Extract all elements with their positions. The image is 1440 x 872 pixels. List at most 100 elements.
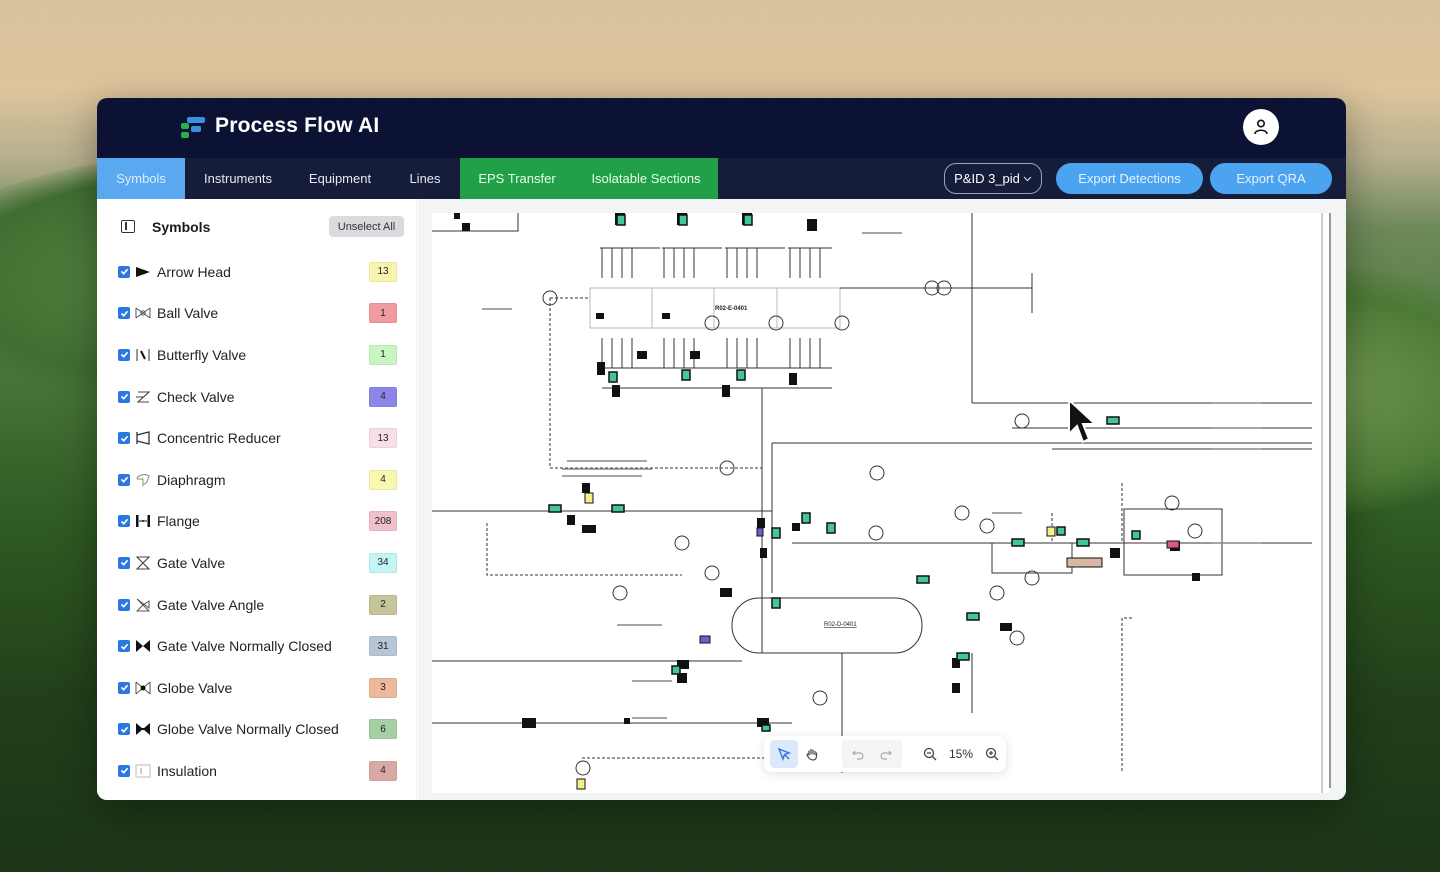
pid-drawing[interactable]: R02-E-0401 R02-D-0401 xyxy=(432,213,1330,793)
globe-valve-icon xyxy=(135,680,151,696)
zoom-level: 15% xyxy=(948,747,974,761)
symbol-count-badge: 208 xyxy=(369,511,397,532)
symbols-sidebar: Symbols Unselect All Arrow Head 13 Ball … xyxy=(97,199,417,800)
pid-canvas-area[interactable]: R02-E-0401 R02-D-0401 xyxy=(418,199,1346,800)
symbol-item-flange[interactable]: Flange 208 xyxy=(97,501,416,543)
pid-select-dropdown[interactable]: P&ID 3_pid xyxy=(944,163,1042,194)
symbol-count-badge: 4 xyxy=(369,760,397,781)
sidebar-collapse-icon[interactable] xyxy=(121,220,135,233)
sidebar-title: Symbols xyxy=(152,219,211,235)
zoom-out-button[interactable] xyxy=(916,740,944,768)
gate-valve-icon xyxy=(135,555,151,571)
symbol-checkbox[interactable] xyxy=(118,681,130,694)
symbol-item-ball-valve[interactable]: Ball Valve 1 xyxy=(97,293,416,335)
redo-icon xyxy=(880,750,892,760)
tab-lines[interactable]: Lines xyxy=(409,171,441,186)
symbol-item-diaphragm[interactable]: Diaphragm 4 xyxy=(97,459,416,501)
symbol-item-globe-valve-normally-closed[interactable]: Globe Valve Normally Closed 6 xyxy=(97,709,416,751)
svg-text:R02-E-0401: R02-E-0401 xyxy=(715,306,748,312)
symbol-item-check-valve[interactable]: Check Valve 4 xyxy=(97,376,416,418)
chevron-down-icon xyxy=(1023,176,1032,181)
pid-diagram-graphic: R02-E-0401 R02-D-0401 xyxy=(432,213,1323,793)
symbol-count-badge: 3 xyxy=(369,677,397,698)
export-detections-button[interactable]: Export Detections xyxy=(1056,163,1203,194)
redo-button[interactable] xyxy=(872,740,900,768)
export-qra-button[interactable]: Export QRA xyxy=(1210,163,1332,194)
symbol-checkbox[interactable] xyxy=(118,764,130,777)
gate-valve-angle-icon xyxy=(135,597,151,613)
symbol-item-gate-valve-normally-closed[interactable]: Gate Valve Normally Closed 31 xyxy=(97,625,416,667)
symbol-checkbox[interactable] xyxy=(118,473,130,486)
symbol-checkbox[interactable] xyxy=(118,723,130,736)
user-avatar-icon xyxy=(1254,119,1268,135)
check-valve-icon xyxy=(135,389,151,405)
symbol-label: Arrow Head xyxy=(157,263,231,280)
pan-tool-button[interactable] xyxy=(798,740,826,768)
insulation-icon xyxy=(135,763,151,779)
symbol-label: Insulation xyxy=(157,762,217,779)
app-title: Process Flow AI xyxy=(215,114,380,137)
symbol-checkbox[interactable] xyxy=(118,307,130,320)
symbol-count-badge: 6 xyxy=(369,719,397,740)
symbol-label: Globe Valve xyxy=(157,679,233,696)
pid-select-value: P&ID 3_pid xyxy=(954,171,1020,186)
symbol-checkbox[interactable] xyxy=(118,640,130,653)
symbol-label: Diaphragm xyxy=(157,471,226,488)
symbol-label: Butterfly Valve xyxy=(157,346,247,363)
symbol-count-badge: 13 xyxy=(369,261,397,282)
symbol-checkbox[interactable] xyxy=(118,515,130,528)
symbol-checkbox[interactable] xyxy=(118,556,130,569)
symbol-item-arrow-head[interactable]: Arrow Head 13 xyxy=(97,251,416,293)
globe-valve-normally-closed-icon xyxy=(135,721,151,737)
symbol-count-badge: 4 xyxy=(369,469,397,490)
undo-button[interactable] xyxy=(844,740,872,768)
symbol-checkbox[interactable] xyxy=(118,265,130,278)
zoom-in-button[interactable] xyxy=(978,740,1006,768)
tab-eps-transfer[interactable]: EPS Transfer xyxy=(460,158,574,199)
top-bar: Process Flow AI xyxy=(97,98,1346,158)
symbol-item-globe-valve[interactable]: Globe Valve 3 xyxy=(97,667,416,709)
tab-instruments[interactable]: Instruments xyxy=(204,171,272,186)
symbol-checkbox[interactable] xyxy=(118,348,130,361)
symbol-label: Flange xyxy=(157,513,200,530)
zoom-out-icon xyxy=(923,747,937,761)
symbol-count-badge: 34 xyxy=(369,552,397,573)
symbol-checkbox[interactable] xyxy=(118,432,130,445)
diaphragm-icon xyxy=(135,472,151,488)
symbol-item-insulation[interactable]: Insulation 4 xyxy=(97,750,416,792)
sidebar-header: Symbols Unselect All xyxy=(97,199,416,251)
symbol-checkbox[interactable] xyxy=(118,598,130,611)
symbol-item-gate-valve-angle[interactable]: Gate Valve Angle 2 xyxy=(97,584,416,626)
symbol-count-badge: 1 xyxy=(369,303,397,324)
symbol-label: Gate Valve Angle xyxy=(157,596,265,613)
symbol-label: Gate Valve Normally Closed xyxy=(157,638,332,655)
app-window: Process Flow AI Symbols Instruments Equi… xyxy=(97,98,1346,800)
symbol-count-badge: 13 xyxy=(369,428,397,449)
flange-icon xyxy=(135,513,151,529)
symbol-item-butterfly-valve[interactable]: Butterfly Valve 1 xyxy=(97,334,416,376)
symbol-item-concentric-reducer[interactable]: Concentric Reducer 13 xyxy=(97,417,416,459)
select-tool-button[interactable] xyxy=(770,740,798,768)
symbol-label: Concentric Reducer xyxy=(157,430,281,447)
symbol-count-badge: 4 xyxy=(369,386,397,407)
butterfly-valve-icon xyxy=(135,347,151,363)
mouse-cursor-icon xyxy=(1068,398,1098,444)
user-avatar-button[interactable] xyxy=(1243,109,1279,145)
symbol-label: Gate Valve xyxy=(157,554,226,571)
unselect-all-button[interactable]: Unselect All xyxy=(329,216,404,237)
concentric-reducer-icon xyxy=(135,430,151,446)
symbol-item-gate-valve[interactable]: Gate Valve 34 xyxy=(97,542,416,584)
symbol-count-badge: 1 xyxy=(369,344,397,365)
svg-text:R02-D-0401: R02-D-0401 xyxy=(824,622,857,628)
symbol-label: Ball Valve xyxy=(157,305,219,322)
tab-isolatable-sections[interactable]: Isolatable Sections xyxy=(574,158,718,199)
zoom-in-icon xyxy=(985,747,999,761)
arrow-head-icon xyxy=(135,264,151,280)
pointer-icon xyxy=(777,747,791,761)
gate-valve-normally-closed-icon xyxy=(135,638,151,654)
undo-icon xyxy=(852,750,864,760)
symbol-checkbox[interactable] xyxy=(118,390,130,403)
tab-equipment[interactable]: Equipment xyxy=(308,171,372,186)
tab-symbols[interactable]: Symbols xyxy=(97,158,185,199)
canvas-toolbar: 15% xyxy=(764,736,1006,772)
